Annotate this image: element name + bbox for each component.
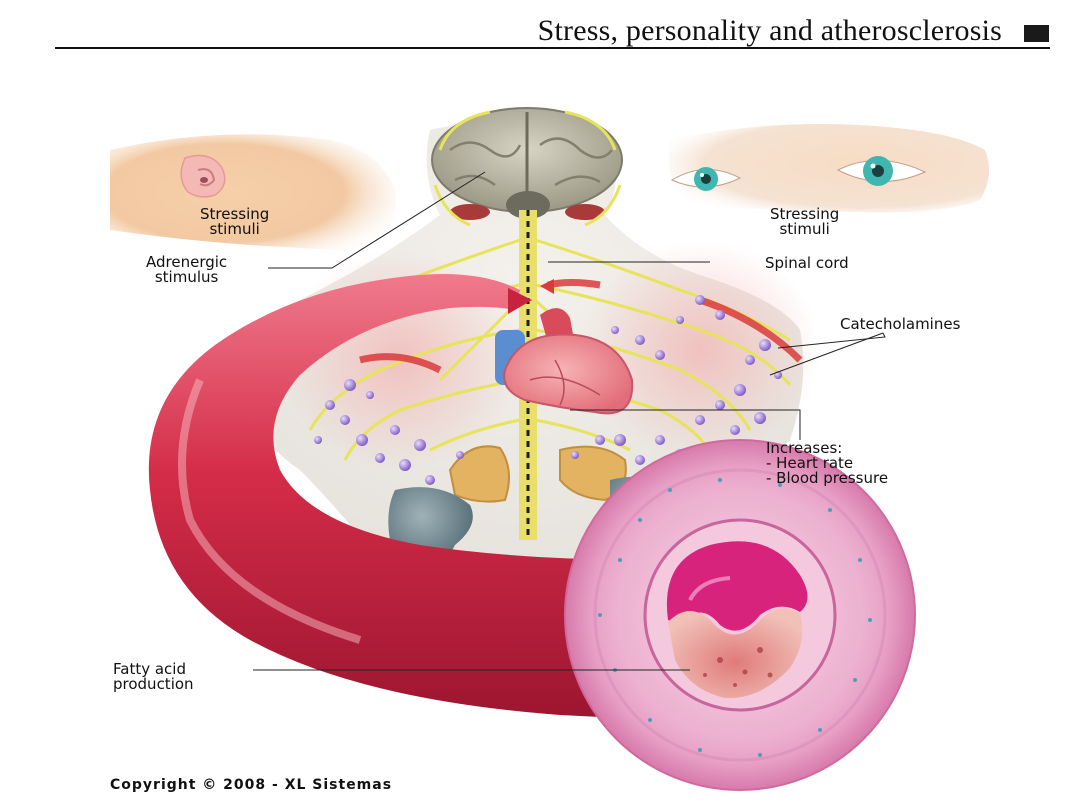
artery-cross-section xyxy=(564,439,916,791)
left-face-with-ear xyxy=(110,134,396,252)
label-catecholamines: Catecholamines xyxy=(840,315,961,333)
title-square-bullet xyxy=(1024,25,1049,42)
right-face-with-eyes xyxy=(668,124,989,213)
title-underline xyxy=(55,47,1050,49)
label-spinal-cord: Spinal cord xyxy=(765,254,849,272)
label-increases: Increases:- Heart rate- Blood pressure xyxy=(766,439,889,487)
copyright-notice: Copyright © 2008 - XL Sistemas xyxy=(110,777,393,793)
brain xyxy=(431,107,623,220)
label-leader-lines xyxy=(253,171,886,671)
adrenal-glands xyxy=(448,445,627,503)
page-title: Stress, personality and atherosclerosis xyxy=(537,14,1002,47)
arrow-head-to-heart xyxy=(508,288,532,314)
heart xyxy=(495,308,634,415)
artery-vessel xyxy=(148,274,660,720)
